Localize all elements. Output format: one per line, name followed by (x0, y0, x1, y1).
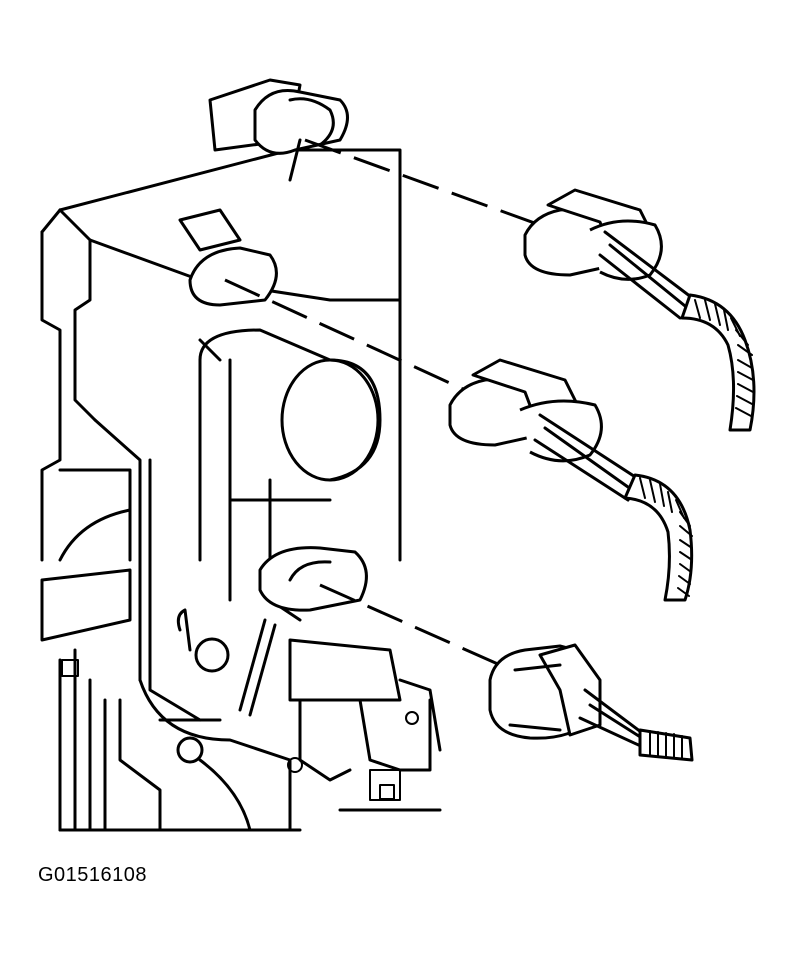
connector-middle (448, 358, 694, 602)
housing-connector-lower (258, 546, 368, 612)
housing-connector-middle (178, 208, 278, 362)
housing-connector-top (208, 78, 349, 182)
alignment-lines (224, 138, 541, 667)
connector-lower (488, 643, 694, 762)
figure-code-label: G01516108 (38, 864, 148, 886)
connector-upper (523, 188, 756, 432)
housing-body (40, 148, 442, 832)
